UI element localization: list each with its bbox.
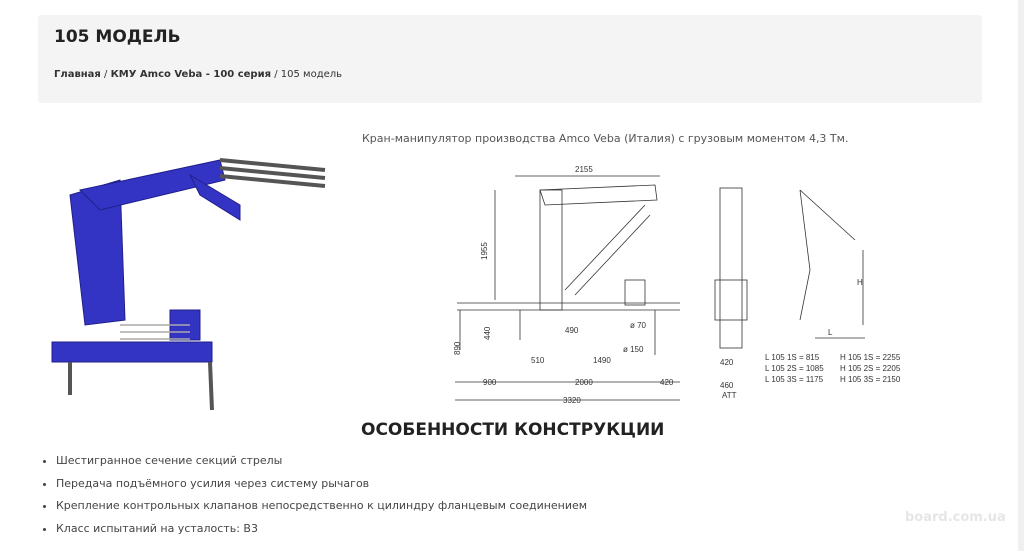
technical-drawing: 2155 1955 440 890 490 ø 70 ø 150 510 149… — [453, 165, 901, 405]
breadcrumb-series[interactable]: КМУ Amco Veba - 100 серия — [110, 69, 272, 80]
svg-text:900: 900 — [483, 378, 497, 387]
svg-text:510: 510 — [531, 356, 545, 365]
page-title: 105 МОДЕЛЬ — [54, 27, 181, 47]
svg-text:ATT: ATT — [722, 391, 737, 400]
svg-text:L: L — [828, 328, 833, 337]
list-item: Крепление контрольных клапанов непосредс… — [56, 495, 587, 518]
svg-text:1490: 1490 — [593, 356, 611, 365]
svg-text:2000: 2000 — [575, 378, 593, 387]
svg-text:440: 440 — [483, 326, 492, 340]
svg-text:490: 490 — [565, 326, 579, 335]
list-item: Шестигранное сечение секций стрелы — [56, 450, 587, 473]
svg-text:3320: 3320 — [563, 396, 581, 405]
svg-text:420: 420 — [660, 378, 674, 387]
breadcrumb: Главная / КМУ Amco Veba - 100 серия / 10… — [54, 69, 343, 80]
scrollbar[interactable] — [1018, 0, 1024, 551]
svg-text:460: 460 — [720, 381, 734, 390]
spec-line: H 105 3S = 2150 — [840, 375, 901, 384]
features-heading: ОСОБЕННОСТИ КОНСТРУКЦИИ — [361, 420, 665, 440]
product-description: Кран-манипулятор производства Amco Veba … — [362, 132, 849, 145]
spec-line: L 105 1S = 815 — [765, 353, 820, 362]
crane-photo — [51, 158, 326, 411]
features-list: Шестигранное сечение секций стрелы Перед… — [28, 450, 587, 540]
watermark: board.com.ua — [905, 510, 1006, 525]
breadcrumb-home[interactable]: Главная — [54, 69, 101, 80]
list-item: Класс испытаний на усталость: B3 — [56, 518, 587, 541]
svg-text:1955: 1955 — [480, 242, 489, 260]
breadcrumb-current: 105 модель — [280, 69, 343, 80]
svg-text:ø 150: ø 150 — [623, 345, 644, 354]
list-item: Передача подъёмного усилия через систему… — [56, 473, 587, 496]
page-header: 105 МОДЕЛЬ Главная / КМУ Amco Veba - 100… — [38, 15, 982, 103]
svg-text:ø 70: ø 70 — [630, 321, 647, 330]
svg-text:420: 420 — [720, 358, 734, 367]
spec-line: L 105 3S = 1175 — [765, 375, 824, 384]
svg-text:890: 890 — [453, 341, 462, 355]
dim-label: 2155 — [575, 165, 593, 174]
svg-text:H: H — [857, 278, 863, 287]
spec-line: H 105 1S = 2255 — [840, 353, 901, 362]
spec-line: L 105 2S = 1085 — [765, 364, 824, 373]
spec-line: H 105 2S = 2205 — [840, 364, 901, 373]
